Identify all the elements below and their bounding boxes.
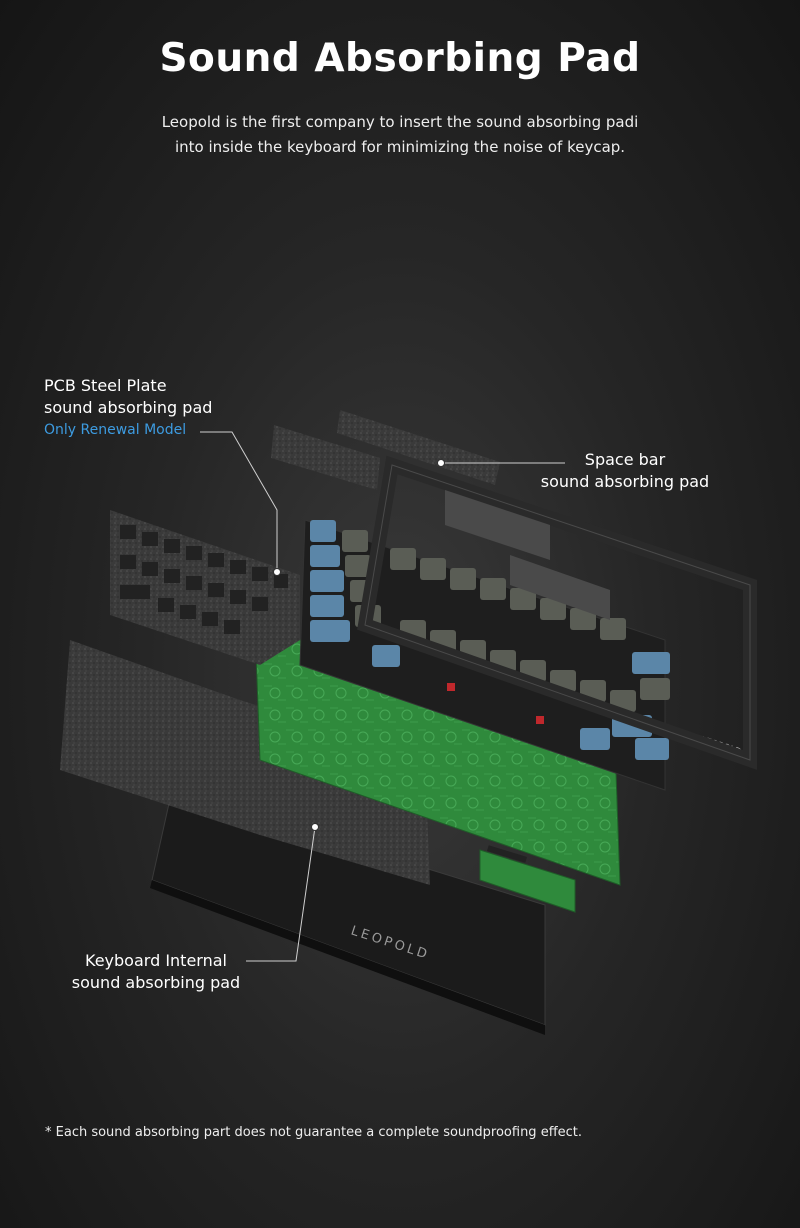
pcb-steel-plate-pad <box>110 510 300 665</box>
space-bar-pad-1 <box>337 410 500 485</box>
top-case-frame <box>357 455 757 770</box>
internal-sound-absorbing-pad <box>60 640 430 885</box>
subtitle-line-2: into inside the keyboard for minimizing … <box>174 138 626 156</box>
callout-internal-line-2: sound absorbing pad <box>71 973 241 992</box>
leader-dot-internal <box>311 823 319 831</box>
callout-space-bar-line-2: sound absorbing pad <box>540 472 710 491</box>
callout-internal-line-1: Keyboard Internal <box>85 951 227 970</box>
red-switches <box>447 683 544 724</box>
callout-pcb-line-2: sound absorbing pad <box>44 398 213 417</box>
leader-line-internal <box>246 826 316 962</box>
page-title: Sound Absorbing Pad <box>159 36 641 81</box>
bottom-case: LEOPOLD <box>150 789 546 1035</box>
page-subtitle: Leopold is the first company to insert t… <box>0 110 800 160</box>
pcb-board <box>254 624 621 913</box>
callout-pcb-note: Only Renewal Model <box>44 422 187 438</box>
leader-dot-pcb-plate <box>273 568 281 576</box>
callout-keyboard-internal: Keyboard Internal sound absorbing pad <box>70 950 242 994</box>
callout-space-bar: Space bar sound absorbing pad <box>540 449 710 493</box>
callout-pcb-steel-plate: PCB Steel Plate sound absorbing pad Only… <box>44 375 212 441</box>
callout-space-bar-line-1: Space bar <box>584 450 666 469</box>
leader-line-pcb-plate <box>200 431 278 570</box>
subtitle-line-1: Leopold is the first company to insert t… <box>161 113 639 131</box>
space-bar-pad-2 <box>271 425 380 490</box>
footnote: * Each sound absorbing part does not gua… <box>45 1125 583 1140</box>
leader-dot-space-bar <box>437 459 445 467</box>
callout-pcb-line-1: PCB Steel Plate <box>44 376 167 395</box>
